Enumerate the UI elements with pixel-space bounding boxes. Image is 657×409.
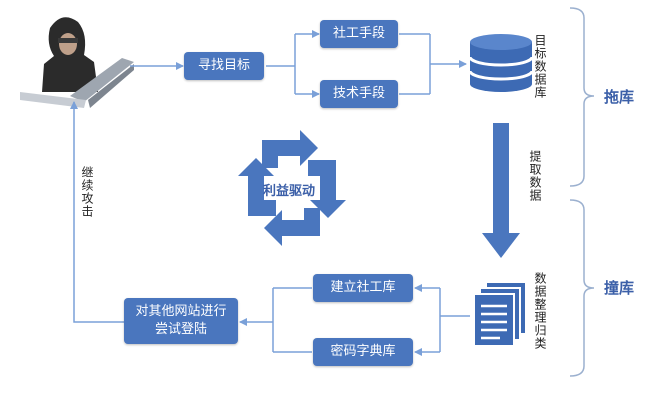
build-social-db-box: 建立社工库 [313,274,413,302]
password-dict-box: 密码字典库 [313,338,413,366]
data-sorting-label: 数据整理归类 [533,272,547,350]
drag-db-label: 拖库 [604,88,635,106]
tech-means-box: 技术手段 [320,80,398,108]
braces [569,7,595,377]
find-target-box: 寻找目标 [184,52,264,80]
try-login-box: 对其他网站进行尝试登陆 [124,298,238,344]
extract-data-label: 提取数据 [528,150,542,202]
documents-icon [473,281,527,347]
hacker-laptop-icon [20,17,134,108]
recycle-arrows-icon [238,130,346,246]
continue-attack-label: 继续攻击 [80,166,94,218]
database-icon [468,34,534,92]
hit-db-label: 撞库 [604,279,635,297]
social-means-box: 社工手段 [320,20,398,48]
target-db-label: 目标数据库 [533,34,547,99]
cycle-label: 利益驱动 [263,184,316,199]
extract-arrow [482,123,520,258]
